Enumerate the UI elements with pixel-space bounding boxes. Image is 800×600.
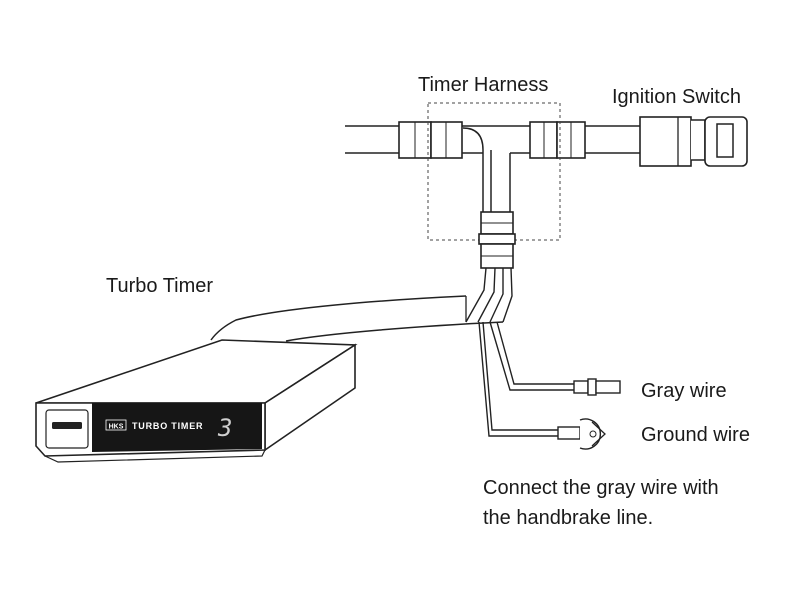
gray-wire-label: Gray wire: [641, 380, 727, 402]
main-harness-cable: [345, 125, 640, 154]
device-button: [52, 422, 82, 429]
turbo-timer-label: Turbo Timer: [106, 275, 213, 297]
timer-harness-outline: [427, 102, 561, 241]
device-model-name: TURBO TIMER: [132, 421, 203, 431]
ground-wire-label: Ground wire: [641, 424, 750, 446]
device-front-panel: [92, 403, 262, 452]
note-line-1: Connect the gray wire with: [483, 477, 719, 499]
gray-wire: [489, 321, 621, 396]
connector-wires: [465, 267, 513, 323]
branch-connector: [478, 211, 516, 269]
harness-branch: [462, 127, 511, 212]
harness-connector-left: [398, 121, 463, 159]
ignition-switch: [639, 116, 748, 167]
note-line-2: the handbrake line.: [483, 507, 653, 529]
hks-logo: [105, 419, 127, 431]
harness-connector-right: [529, 121, 586, 159]
timer-harness-label: Timer Harness: [418, 74, 548, 96]
turbo-timer-device: HKS TURBO TIMER 3: [35, 339, 358, 463]
ignition-switch-label: Ignition Switch: [612, 86, 741, 108]
ground-wire: [478, 321, 606, 450]
timer-cable: [210, 295, 504, 342]
device-display-digit: 3: [217, 414, 232, 442]
device-brand: HKS: [109, 424, 124, 431]
